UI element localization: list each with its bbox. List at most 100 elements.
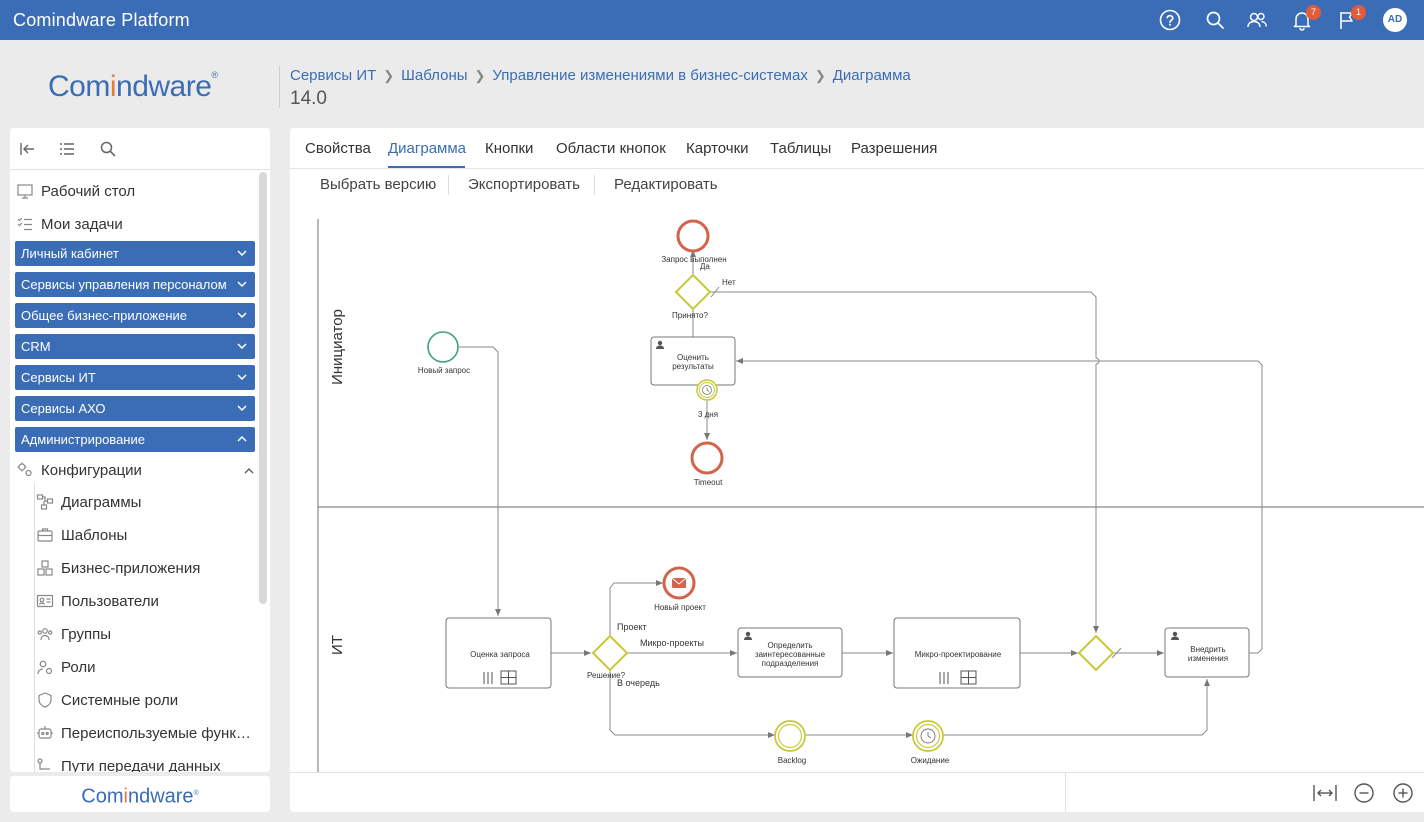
sidebar-group-personal[interactable]: Личный кабинет — [15, 241, 255, 266]
sidebar-scrollbar[interactable] — [259, 172, 267, 604]
sidebar-group-hr[interactable]: Сервисы управления персоналом — [15, 272, 255, 297]
logo-registered-mark: ® — [193, 790, 199, 797]
sidebar-item-roles[interactable]: Роли — [36, 654, 256, 680]
zoom-out-icon[interactable] — [1351, 781, 1377, 805]
task-evaluate-results[interactable] — [650, 336, 736, 386]
logo-text-accent: i — [109, 70, 117, 103]
help-icon[interactable] — [1159, 9, 1181, 31]
task-implement-changes[interactable] — [1164, 627, 1250, 678]
sidebar-item-label: Роли — [61, 658, 96, 676]
flag-icon[interactable]: 1 — [1336, 5, 1366, 31]
tab-cards[interactable]: Карточки — [686, 140, 749, 157]
edit-button[interactable]: Редактировать — [614, 176, 718, 193]
tab-permissions[interactable]: Разрешения — [851, 140, 938, 157]
collapse-sidebar-icon[interactable] — [18, 140, 36, 158]
chevron-up-icon — [237, 435, 247, 442]
sidebar-item-business-apps[interactable]: Бизнес-приложения — [36, 555, 256, 581]
search-icon[interactable] — [1204, 9, 1226, 31]
user-task-icon — [1171, 631, 1179, 640]
gateway-accepted[interactable] — [674, 273, 712, 311]
sidebar-item-label: Рабочий стол — [41, 182, 136, 200]
breadcrumb-item[interactable]: Управление изменениями в бизнес-системах — [492, 67, 808, 84]
export-button[interactable]: Экспортировать — [468, 176, 580, 193]
robot-icon — [36, 724, 54, 742]
tab-button-areas[interactable]: Области кнопок — [556, 140, 666, 157]
zoom-in-icon[interactable] — [1390, 781, 1416, 805]
sidebar-item-label: Группы — [61, 625, 111, 643]
timer-event-waiting-icon[interactable] — [912, 720, 944, 752]
sidebar-group-admin[interactable]: Администрирование — [15, 427, 255, 452]
sidebar-search-icon[interactable] — [99, 140, 117, 158]
select-version-button[interactable]: Выбрать версию — [320, 176, 437, 193]
sidebar-item-templates[interactable]: Шаблоны — [36, 522, 256, 548]
sidebar-item-label: Шаблоны — [61, 526, 128, 544]
tab-diagram[interactable]: Диаграмма — [388, 140, 467, 157]
tab-buttons[interactable]: Кнопки — [485, 140, 534, 157]
sidebar-item-label: Системные роли — [61, 691, 179, 709]
subprocess-request-assessment[interactable] — [445, 617, 552, 689]
sidebar-item-diagrams[interactable]: Диаграммы — [36, 489, 256, 515]
breadcrumb-item[interactable]: Диаграмма — [832, 67, 911, 84]
end-event-timeout[interactable] — [690, 441, 724, 475]
sidebar-group-label: CRM — [21, 339, 51, 354]
flow-label-yes: Да — [700, 262, 710, 271]
chevron-down-icon — [237, 374, 247, 381]
breadcrumb: Сервисы ИТ❯Шаблоны❯Управление изменениям… — [290, 67, 911, 84]
action-bar: Выбрать версию Экспортировать Редактиров… — [290, 170, 1424, 198]
user-role-icon — [36, 658, 54, 676]
app-title[interactable]: Comindware Platform — [13, 10, 190, 30]
expand-subprocess-icon[interactable] — [500, 670, 517, 685]
sidebar-item-data-paths[interactable]: Пути передачи данных — [36, 753, 256, 772]
user-avatar[interactable]: AD — [1383, 8, 1407, 32]
start-event-label: Новый запрос — [418, 366, 470, 375]
breadcrumb-item[interactable]: Шаблоны — [401, 67, 468, 84]
fit-width-icon[interactable] — [1312, 781, 1338, 805]
task-define-units[interactable] — [737, 627, 843, 678]
active-tab-indicator — [388, 166, 465, 168]
tab-properties[interactable]: Свойства — [305, 140, 371, 157]
task-label-line: заинтересованные — [755, 650, 826, 659]
end-event-label: Новый проект — [654, 603, 706, 612]
tab-tables[interactable]: Таблицы — [770, 140, 832, 157]
tasks-icon — [16, 215, 34, 233]
zoom-toolbar — [290, 772, 1424, 812]
timer-boundary-event-icon[interactable] — [696, 379, 718, 401]
start-event-new-request[interactable] — [427, 331, 459, 363]
sidebar-item-desktop[interactable]: Рабочий стол — [16, 178, 256, 204]
notifications-icon[interactable]: 7 — [1291, 5, 1321, 31]
sidebar-group-crm[interactable]: CRM — [15, 334, 255, 359]
flow-label-queue: В очередь — [617, 678, 660, 688]
sidebar-item-my-tasks[interactable]: Мои задачи — [16, 211, 256, 237]
intermediate-event-backlog[interactable] — [774, 720, 806, 752]
brand-logo[interactable]: Comindware® — [48, 70, 218, 104]
sidebar-item-groups[interactable]: Группы — [36, 621, 256, 647]
sidebar-section-configurations[interactable]: Конфигурации — [16, 457, 256, 483]
subprocess-micro-design[interactable] — [893, 617, 1021, 689]
flow-label-project: Проект — [617, 622, 647, 632]
sidebar-item-system-roles[interactable]: Системные роли — [36, 687, 256, 713]
pool-lanes: Инициатор ИТ — [317, 219, 1424, 772]
group-icon — [36, 625, 54, 643]
end-event-request-done[interactable] — [676, 219, 710, 253]
breadcrumb-item[interactable]: Сервисы ИТ — [290, 67, 377, 84]
sidebar-item-reusable-functions[interactable]: Переиспользуемые функ… — [36, 720, 256, 746]
sidebar-item-label: Пути передачи данных — [61, 757, 221, 773]
users-icon[interactable] — [1246, 9, 1268, 31]
data-path-icon — [36, 757, 54, 772]
sidebar-group-it[interactable]: Сервисы ИТ — [15, 365, 255, 390]
sidebar-group-label: Сервисы ИТ — [21, 370, 96, 385]
sidebar-footer-logo[interactable]: Comindware® — [10, 776, 270, 812]
flow-label-no: Нет — [722, 278, 736, 287]
sidebar-group-common-app[interactable]: Общее бизнес-приложение — [15, 303, 255, 328]
bpmn-diagram-canvas[interactable]: Инициатор ИТ — [290, 198, 1424, 772]
expand-subprocess-icon[interactable] — [960, 670, 977, 685]
gateway-decision[interactable] — [591, 634, 629, 672]
sidebar-item-users[interactable]: Пользователи — [36, 588, 256, 614]
monitor-icon — [16, 182, 34, 200]
gateway-join[interactable] — [1077, 634, 1115, 672]
chevron-down-icon — [237, 250, 247, 257]
list-icon[interactable] — [58, 140, 76, 158]
chevron-down-icon — [237, 281, 247, 288]
chevron-down-icon — [237, 405, 247, 412]
sidebar-group-aho[interactable]: Сервисы АХО — [15, 396, 255, 421]
